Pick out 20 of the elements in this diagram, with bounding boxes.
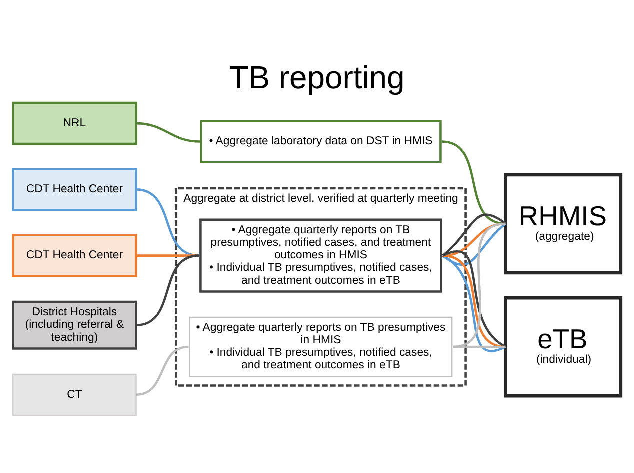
node-box: CDT Health Center	[12, 168, 138, 211]
connector	[453, 222, 506, 348]
connector	[136, 345, 189, 396]
node-box: RHMIS (aggregate)	[504, 172, 623, 274]
node-box: • Aggregate quarterly reports on TB presumptives, notified cases, and treatment outcomes in HMIS • Individual TB presumptives, notified cases, and treatment outcomes in eTB	[200, 218, 442, 292]
connector	[453, 345, 506, 348]
connector	[442, 213, 506, 256]
connector	[136, 122, 200, 142]
connector	[442, 222, 506, 266]
connector	[136, 188, 200, 256]
connector	[136, 254, 199, 256]
node-box: NRL	[12, 101, 138, 145]
node-box: • Aggregate quarterly reports on TB presumptives in HMIS • Individual TB presumptives, notified cases, and treatment outcomes in eTB	[189, 316, 453, 377]
node-box: CDT Health Center	[12, 234, 138, 277]
connector	[136, 254, 200, 326]
node-box: eTB (individual)	[504, 296, 623, 398]
node-box: District Hospitals (including referral & teaching)	[12, 300, 138, 350]
node-box: • Aggregate laboratory data on DST in HMIS	[200, 120, 442, 163]
diagram-title: TB reporting	[229, 59, 405, 96]
node-box: CT	[12, 373, 137, 416]
